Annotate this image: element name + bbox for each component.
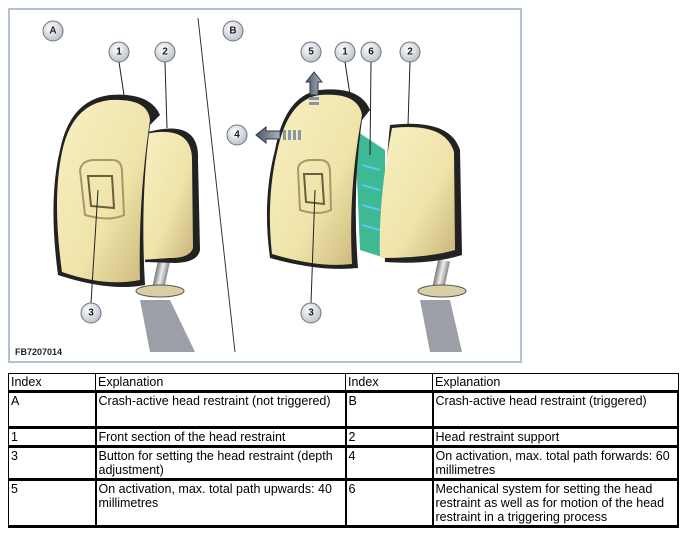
head-restraint-b bbox=[255, 71, 467, 352]
svg-text:3: 3 bbox=[88, 308, 94, 319]
explanation-cell: On activation, max. total path upwards: … bbox=[95, 479, 347, 528]
svg-text:1: 1 bbox=[342, 47, 348, 58]
callout-b-1: 1 bbox=[334, 41, 356, 63]
explanation-cell: Head restraint support bbox=[432, 427, 679, 448]
index-cell: 6 bbox=[345, 479, 434, 528]
index-cell: 3 bbox=[8, 446, 97, 481]
header-index: Index bbox=[345, 373, 433, 393]
table-row: 3 Button for setting the head restraint … bbox=[8, 446, 679, 481]
svg-text:B: B bbox=[229, 26, 236, 37]
divider-line bbox=[197, 17, 236, 353]
explanation-cell: Front section of the head restraint bbox=[95, 427, 347, 448]
explanation-cell: Crash-active head restraint (triggered) bbox=[432, 391, 679, 429]
svg-text:1: 1 bbox=[116, 47, 122, 58]
arrow-upwards-icon bbox=[304, 71, 324, 105]
callout-a-3: 3 bbox=[80, 302, 102, 324]
callout-a: A bbox=[42, 20, 64, 42]
index-table: Index Explanation Index Explanation A Cr… bbox=[8, 373, 679, 528]
callout-a-2: 2 bbox=[154, 41, 176, 63]
callout-b-5: 5 bbox=[300, 41, 322, 63]
callout-b: B bbox=[222, 20, 244, 42]
explanation-cell: Mechanical system for setting the head r… bbox=[432, 479, 679, 528]
callout-b-4: 4 bbox=[226, 124, 248, 146]
svg-text:6: 6 bbox=[368, 47, 374, 58]
svg-text:3: 3 bbox=[308, 308, 314, 319]
arrow-forwards-icon bbox=[255, 125, 301, 145]
head-restraint-a bbox=[53, 94, 200, 352]
index-cell: A bbox=[8, 391, 97, 429]
svg-text:5: 5 bbox=[308, 47, 314, 58]
callout-b-6: 6 bbox=[360, 41, 382, 63]
index-cell: 5 bbox=[8, 479, 97, 528]
callout-a-1: 1 bbox=[108, 41, 130, 63]
table-row: A Crash-active head restraint (not trigg… bbox=[8, 391, 679, 429]
table-row: 5 On activation, max. total path upwards… bbox=[8, 479, 679, 528]
callout-b-3: 3 bbox=[300, 302, 322, 324]
header-index: Index bbox=[8, 373, 96, 393]
index-cell: 1 bbox=[8, 427, 97, 448]
index-cell: 4 bbox=[345, 446, 434, 481]
svg-text:4: 4 bbox=[234, 130, 240, 141]
explanation-cell: On activation, max. total path forwards:… bbox=[432, 446, 679, 481]
index-cell: 2 bbox=[345, 427, 434, 448]
svg-text:A: A bbox=[49, 26, 56, 37]
table-row: 1 Front section of the head restraint 2 … bbox=[8, 427, 679, 448]
figure-code: FB7207014 bbox=[15, 347, 62, 357]
svg-text:2: 2 bbox=[407, 47, 413, 58]
callout-b-2: 2 bbox=[399, 41, 421, 63]
header-explanation: Explanation bbox=[95, 373, 346, 393]
table-header-row: Index Explanation Index Explanation bbox=[8, 373, 679, 393]
illustration-svg: A B 1 2 3 5 1 6 2 4 3 FB7207014 bbox=[15, 17, 467, 357]
explanation-cell: Crash-active head restraint (not trigger… bbox=[95, 391, 347, 429]
index-cell: B bbox=[345, 391, 434, 429]
header-explanation: Explanation bbox=[432, 373, 679, 393]
explanation-cell: Button for setting the head restraint (d… bbox=[95, 446, 347, 481]
head-restraint-illustration: A B 1 2 3 5 1 6 2 4 3 FB7207014 bbox=[8, 8, 522, 363]
svg-text:2: 2 bbox=[162, 47, 168, 58]
